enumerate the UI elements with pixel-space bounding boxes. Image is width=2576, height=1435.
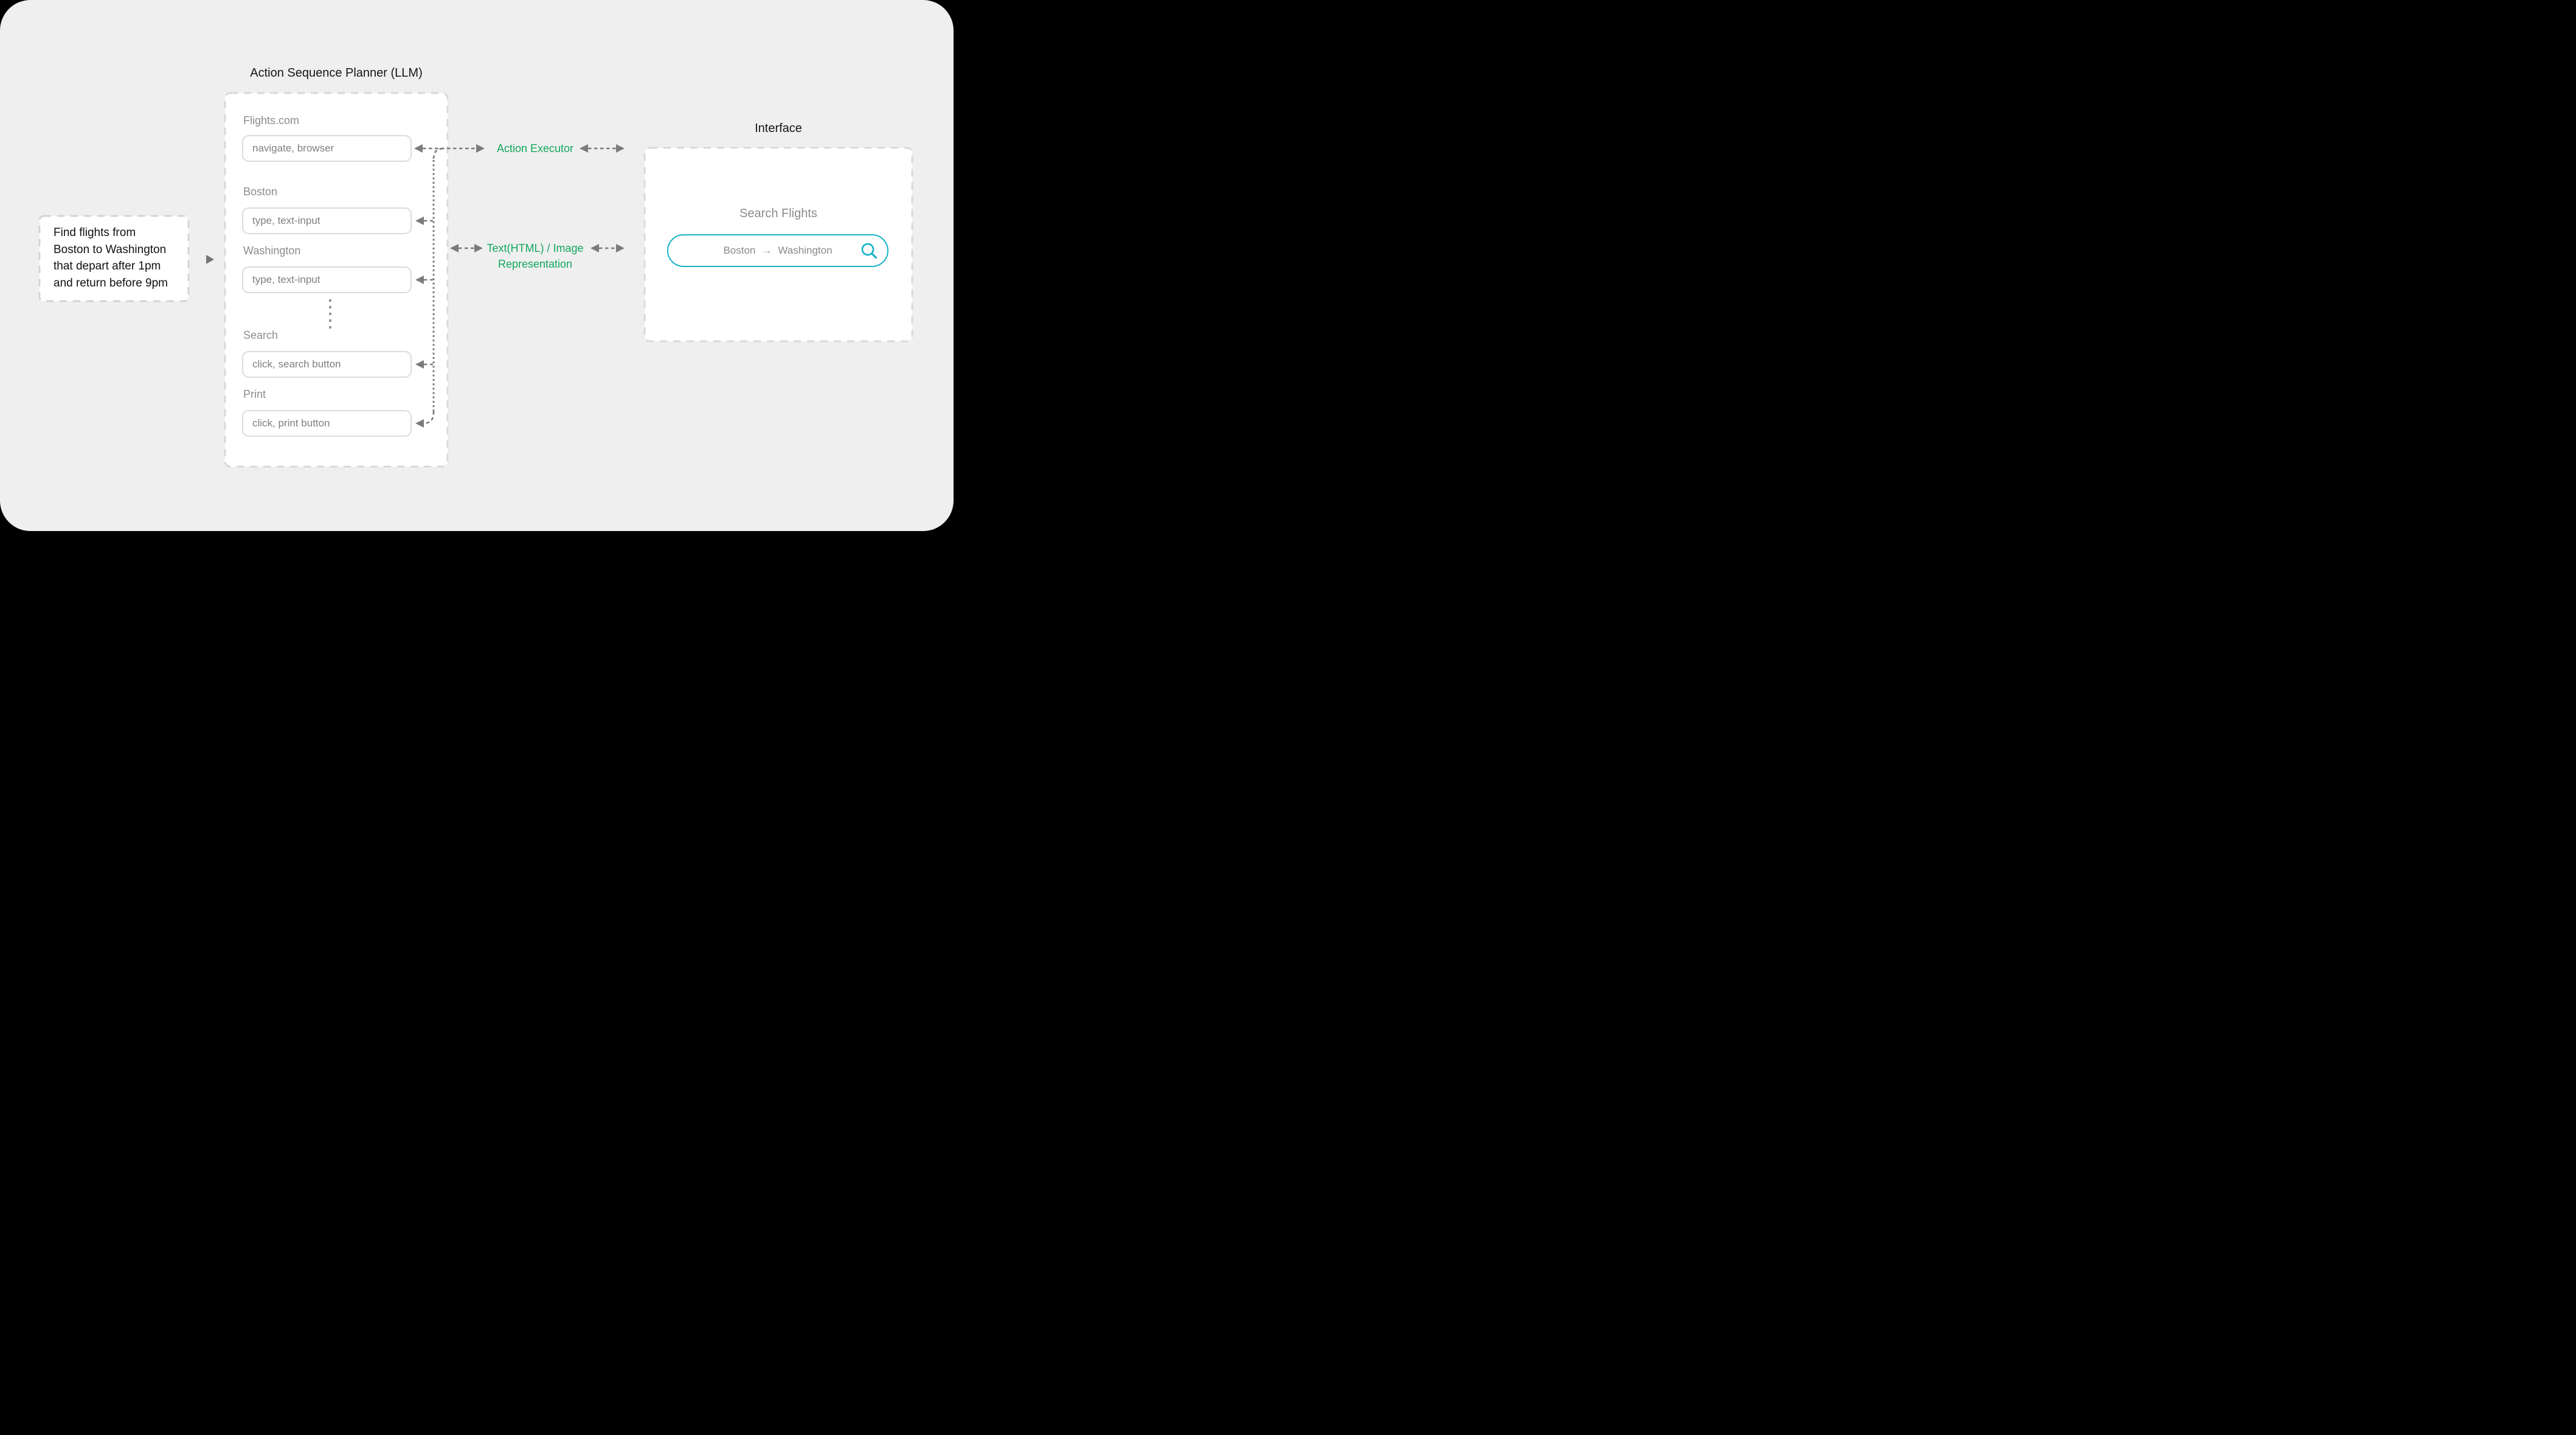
flight-search-value: Boston → Washington [668,235,887,266]
step-action-click-search[interactable]: click, search button [242,351,412,378]
step-label-washington: Washington [243,245,301,257]
task-line: Find flights from [54,226,136,239]
planner-title: Action Sequence Planner (LLM) [250,66,423,80]
search-icon[interactable] [859,241,879,262]
representation-label: Text(HTML) / Image Representation [459,240,611,272]
step-action-type-boston[interactable]: type, text-input [242,207,412,234]
flight-search-input[interactable]: Boston → Washington [667,234,888,267]
task-prompt: Find flights from Boston to Washington t… [54,224,181,291]
task-line: that depart after 1pm [54,260,161,273]
step-label-print: Print [243,388,266,400]
step-action-click-print[interactable]: click, print button [242,410,412,437]
step-label-search: Search [243,329,279,341]
search-to-city: Washington [778,245,833,256]
task-line: Boston to Washington [54,243,167,256]
action-executor-label: Action Executor [496,142,574,155]
search-from-city: Boston [723,245,756,256]
representation-line1: Text(HTML) / Image [486,242,584,254]
diagram-canvas: Find flights from Boston to Washington t… [0,0,954,531]
step-action-navigate[interactable]: navigate, browser [242,135,412,162]
interface-title: Interface [755,122,802,135]
task-line: and return before 9pm [54,276,168,290]
step-label-flights: Flights.com [243,114,300,127]
route-arrow-icon: → [761,245,772,256]
search-flights-heading: Search Flights [739,207,817,220]
step-label-boston: Boston [243,186,278,198]
representation-line2: Representation [497,258,573,270]
step-action-type-washington[interactable]: type, text-input [242,266,412,293]
